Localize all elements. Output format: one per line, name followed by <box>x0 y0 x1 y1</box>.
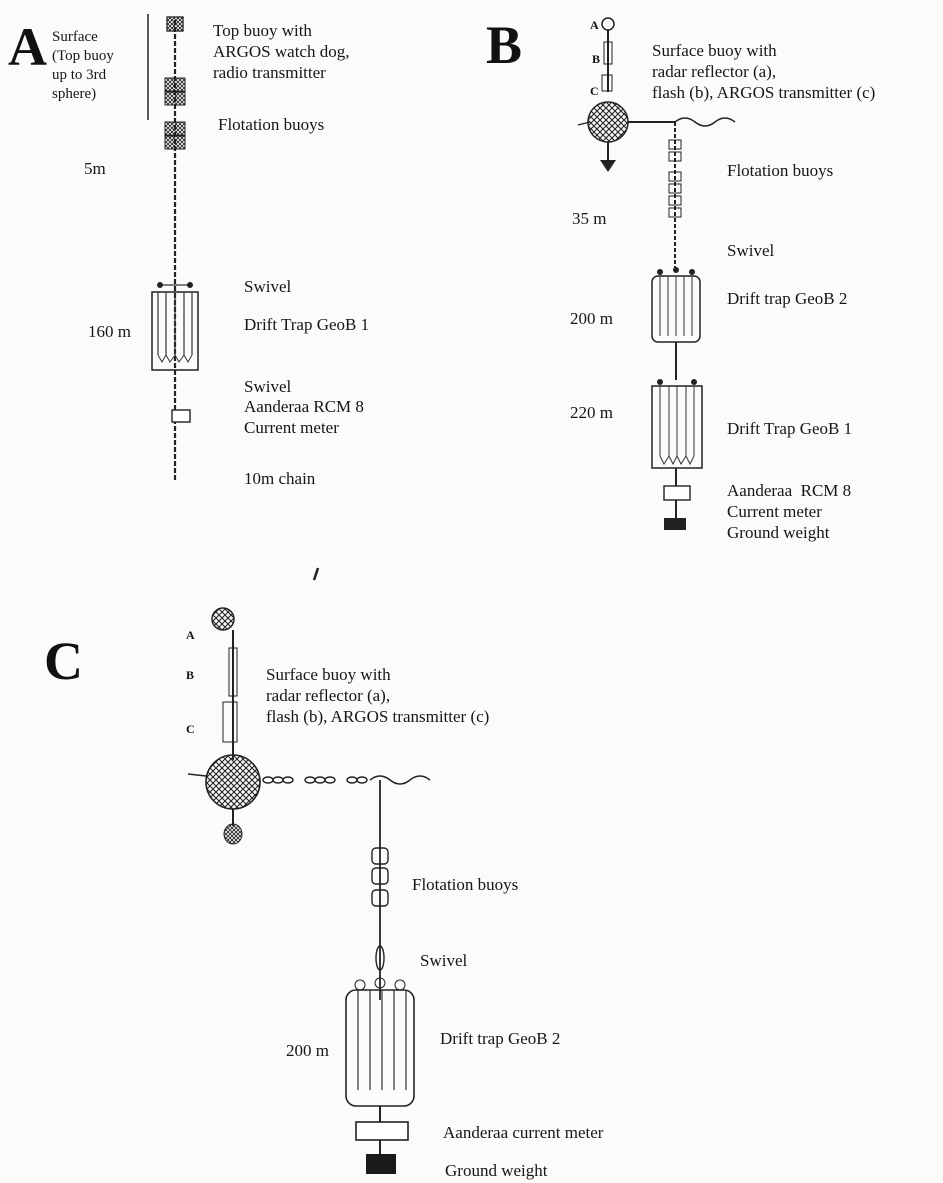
surface-buoy-b <box>587 101 629 143</box>
depth-220m-b: 220 m <box>570 403 613 422</box>
label-c-c: C <box>186 722 195 736</box>
drift-trap-b-upper <box>651 267 701 343</box>
flotation-buoys-a <box>164 77 186 150</box>
surface-buoy-label-c: Surface buoy with radar reflector (a), f… <box>266 665 490 726</box>
current-meter-a <box>171 409 191 423</box>
stray-mark <box>312 567 320 581</box>
top-buoy-label-a: Top buoy with ARGOS watch dog, radio tra… <box>213 21 350 82</box>
radar-reflector-b <box>601 17 615 31</box>
current-meter-c <box>355 1121 409 1141</box>
swivel-label-a-2: Swivel <box>244 377 292 396</box>
flotation-buoys-b <box>668 139 682 218</box>
depth-35m-b: 35 m <box>572 209 607 228</box>
panel-b-mooring <box>577 17 736 530</box>
surface-buoy-c <box>205 754 261 810</box>
label-b-c: B <box>186 668 195 682</box>
panel-a-letter: A <box>8 17 47 77</box>
trap1-label-b: Drift Trap GeoB 1 <box>727 419 853 438</box>
ground-weight-b <box>664 518 686 530</box>
meter-label-c: Aanderaa current meter <box>443 1123 604 1142</box>
swivel-label-a-1: Swivel <box>244 277 292 296</box>
trap-label-c: Drift trap GeoB 2 <box>440 1029 561 1048</box>
buoy-weight-c <box>223 823 243 845</box>
argos-transmitter-c <box>222 701 238 743</box>
panel-c-mooring <box>187 607 431 1174</box>
argos-transmitter-b <box>601 74 613 92</box>
flotation-label-a: Flotation buoys <box>218 115 325 134</box>
depth-200m-c: 200 m <box>286 1041 329 1060</box>
flotation-label-b: Flotation buoys <box>727 161 834 180</box>
meter-label-a: Aanderaa RCM 8 Current meter <box>244 397 364 437</box>
radar-reflector-c <box>211 607 235 631</box>
drift-trap-a <box>151 282 199 371</box>
water-surface-b <box>674 117 736 127</box>
swivel-label-b: Swivel <box>727 241 775 260</box>
label-c-b: C <box>590 84 599 98</box>
trap-label-a: Drift Trap GeoB 1 <box>244 315 370 334</box>
flash-c <box>228 647 238 697</box>
swivel-c <box>375 945 385 971</box>
current-meter-b <box>663 485 691 501</box>
drift-trap-b-lower <box>651 379 703 469</box>
water-surface-c <box>369 775 431 785</box>
surface-buoy-label-b: Surface buoy with radar reflector (a), f… <box>652 41 876 102</box>
flotation-buoys-c <box>371 847 389 907</box>
panel-a-mooring <box>147 14 199 480</box>
flotation-label-c: Flotation buoys <box>412 875 519 894</box>
surface-note-a: Surface (Top buoy up to 3rd sphere) <box>52 29 114 102</box>
flash-b <box>603 41 613 65</box>
trap2-label-b: Drift trap GeoB 2 <box>727 289 848 308</box>
chain-label-a: 10m chain <box>244 469 316 488</box>
weight-label-c: Ground weight <box>445 1161 548 1180</box>
chain-c <box>262 776 368 784</box>
label-b-b: B <box>592 52 601 66</box>
label-a-c: A <box>186 628 195 642</box>
ground-weight-c <box>366 1154 396 1174</box>
depth-200m-b: 200 m <box>570 309 613 328</box>
panel-b-letter: B <box>486 15 523 75</box>
label-a-b: A <box>590 18 599 32</box>
swivel-label-c: Swivel <box>420 951 468 970</box>
buoy-weight-b <box>600 160 616 172</box>
meter-label-b: Aanderaa RCM 8 Current meter Ground weig… <box>727 481 852 542</box>
depth-5m-a: 5m <box>84 159 106 178</box>
panel-c-letter: C <box>44 631 83 691</box>
depth-160m-a: 160 m <box>88 322 131 341</box>
top-buoy-a <box>166 16 184 32</box>
